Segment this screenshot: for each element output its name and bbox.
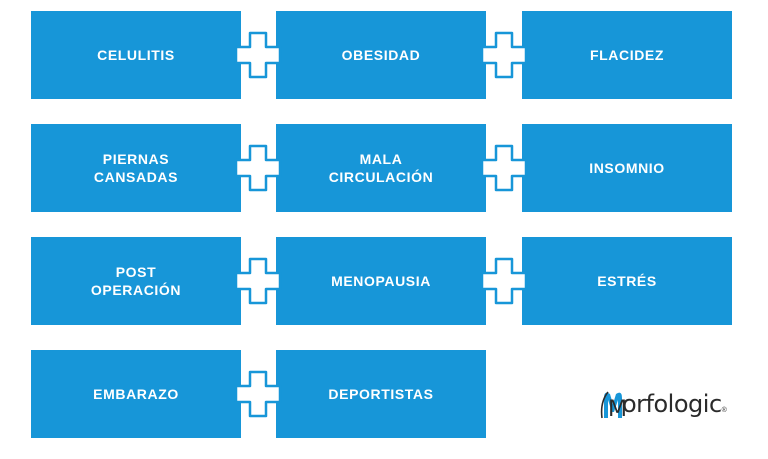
plus-icon (480, 257, 528, 305)
logo-mark-letter: M (608, 397, 626, 420)
plus-icon (480, 31, 528, 79)
tile-menopausia: MENOPAUSIA (276, 237, 486, 325)
tile-deportistas: DEPORTISTAS (276, 350, 486, 438)
plus-icon (234, 370, 282, 418)
tile-label: OBESIDAD (341, 47, 421, 63)
tile-label: MALA CIRCULACIÓN (328, 151, 434, 185)
plus-icon (480, 144, 528, 192)
tile-label: PIERNAS CANSADAS (93, 151, 179, 185)
tile-embarazo: EMBARAZO (31, 350, 241, 438)
tile-post-operacion: POST OPERACIÓN (31, 237, 241, 325)
tile-obesidad: OBESIDAD (276, 11, 486, 99)
tile-label: CELULITIS (97, 47, 175, 63)
tile-celulitis: CELULITIS (31, 11, 241, 99)
tile-label: ESTRÉS (597, 273, 657, 289)
registered-mark: ® (721, 407, 727, 414)
tile-label: INSOMNIO (589, 160, 665, 176)
tile-label: EMBARAZO (93, 386, 179, 402)
plus-icon (234, 144, 282, 192)
tile-label: DEPORTISTAS (328, 386, 434, 402)
tile-mala-circulacion: MALA CIRCULACIÓN (276, 124, 486, 212)
plus-icon (234, 257, 282, 305)
tile-label: POST OPERACIÓN (90, 264, 182, 298)
logo-m-icon: M (600, 391, 626, 420)
logo-text: orfologic (622, 390, 722, 418)
tile-flacidez: FLACIDEZ (522, 11, 732, 99)
tile-piernas-cansadas: PIERNAS CANSADAS (31, 124, 241, 212)
tile-label: FLACIDEZ (589, 47, 664, 63)
tile-insomnio: INSOMNIO (522, 124, 732, 212)
morfologic-logo: M orfologic ® (600, 388, 727, 420)
plus-icon (234, 31, 282, 79)
tile-estres: ESTRÉS (522, 237, 732, 325)
tile-label: MENOPAUSIA (331, 273, 431, 289)
